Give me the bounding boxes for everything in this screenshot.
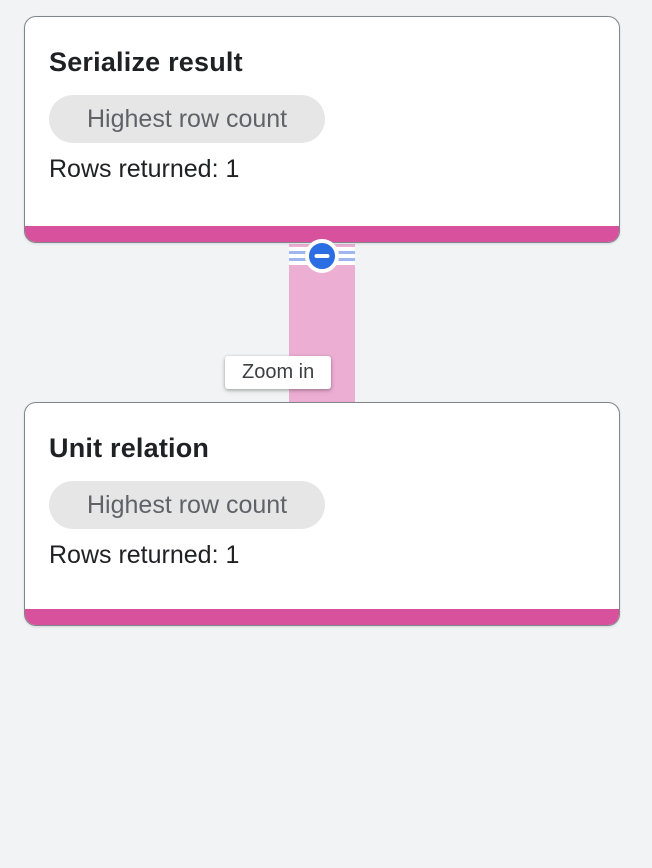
- stage-highlight-bar: [25, 609, 619, 625]
- rows-returned-label: Rows returned: 1: [49, 541, 240, 569]
- minus-icon: [314, 254, 330, 258]
- highest-row-count-badge: Highest row count: [49, 95, 326, 143]
- stage-node-serialize-result[interactable]: Serialize result Highest row count Rows …: [24, 16, 620, 243]
- highest-row-count-badge: Highest row count: [49, 481, 326, 529]
- rows-returned-label: Rows returned: 1: [49, 155, 240, 183]
- stage-title: Unit relation: [49, 433, 210, 463]
- collapse-edge-button[interactable]: [305, 239, 339, 273]
- stage-node-unit-relation[interactable]: Unit relation Highest row count Rows ret…: [24, 402, 620, 626]
- zoom-in-tooltip: Zoom in: [225, 356, 332, 389]
- stage-title: Serialize result: [49, 47, 243, 77]
- stage-highlight-bar: [25, 226, 619, 242]
